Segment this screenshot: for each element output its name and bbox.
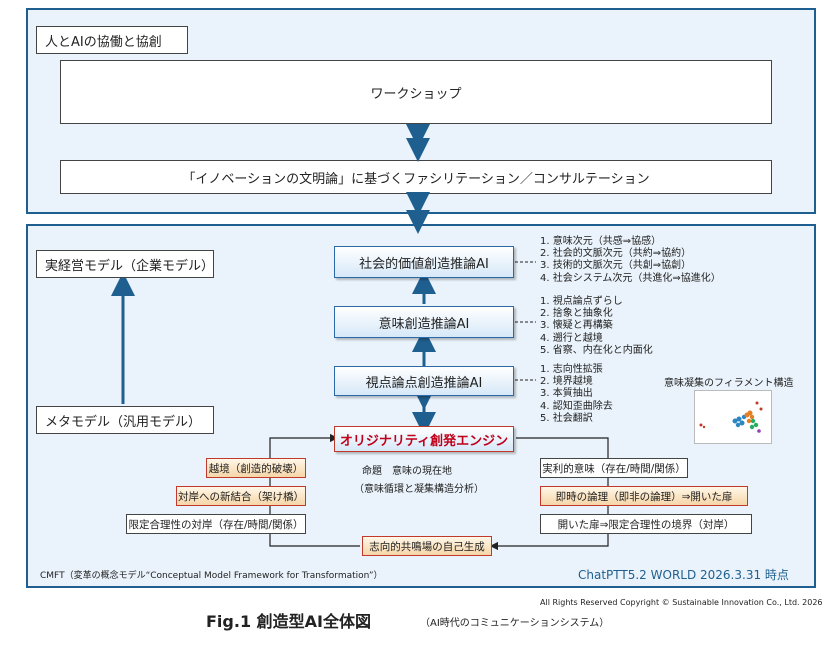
viewpoint-method-list: 1. 志向性拡張 2. 境界越境 3. 本質抽出 4. 認知歪曲除去 5. 社会…	[540, 364, 613, 425]
meaning-method-list: 1. 視点論点ずらし 2. 捨象と抽象化 3. 懐疑と再構築 4. 遡行と越境 …	[540, 296, 653, 357]
left-item-label: 限定合理性の対岸（存在/時間/関係）	[128, 518, 304, 531]
social-value-ai-label: 社会的価値創造推論AI	[359, 256, 489, 272]
resonance-field-box: 志向的共鳴場の自己生成	[362, 536, 492, 556]
left-item-label: 越境（創造的破壊）	[208, 462, 304, 475]
meaning-ai-label: 意味創造推論AI	[378, 316, 470, 332]
filament-image	[694, 390, 772, 444]
meta-model-box: メタモデル（汎用モデル）	[36, 406, 214, 434]
list-item: 5. 社会翻訳	[540, 412, 593, 424]
list-item: 1. 志向性拡張	[540, 364, 603, 375]
filament-title: 意味凝集のフィラメント構造	[664, 378, 794, 389]
right-item-practical-meaning: 実利的意味（存在/時間/関係）	[540, 458, 688, 478]
viewpoint-ai-label: 視点論点創造推論AI	[365, 375, 483, 391]
left-item-transcend: 越境（創造的破壊）	[206, 458, 306, 478]
meta-model-label: メタモデル（汎用モデル）	[45, 414, 202, 430]
proposition-line2: （意味循環と凝集構造分析）	[354, 484, 484, 495]
real-model-box: 実経営モデル（企業モデル）	[36, 250, 214, 278]
copyright-text: All Rights Reserved Copyright © Sustaina…	[540, 598, 823, 607]
right-item-immediate-logic: 即時の論理（即非の論理）⇒開いた扉	[540, 486, 748, 506]
list-item: 1. 意味次元（共感⇒協感）	[540, 236, 662, 247]
list-item: 2. 捨象と抽象化	[540, 308, 613, 320]
list-item: 5. 省察、内在化と内面化	[540, 344, 653, 356]
list-item: 3. 技術的文脈次元（共創⇒協創）	[540, 260, 692, 272]
figure-subtitle: （AI時代のコミュニケーションシステム）	[420, 618, 610, 629]
left-item-bounded-rationality: 限定合理性の対岸（存在/時間/関係）	[126, 514, 306, 534]
list-item: 2. 社会的文脈次元（共約⇒協約）	[540, 248, 692, 260]
resonance-field-label: 志向的共鳴場の自己生成	[369, 540, 485, 553]
list-item: 4. 社会システム次元（共進化⇒協進化）	[540, 272, 721, 284]
list-item: 2. 境界越境	[540, 376, 593, 388]
right-item-label: 実利的意味（存在/時間/関係）	[542, 462, 686, 475]
list-item: 4. 認知歪曲除去	[540, 400, 613, 412]
list-item: 1. 視点論点ずらし	[540, 296, 623, 307]
list-item: 4. 遡行と越境	[540, 332, 603, 344]
list-item: 3. 本質抽出	[540, 388, 593, 400]
left-item-label: 対岸への新結合（架け橋）	[178, 490, 304, 503]
meaning-ai-box: 意味創造推論AI	[334, 306, 514, 338]
right-item-open-door: 開いた扉⇒限定合理性の境界（対岸）	[540, 514, 752, 534]
social-dimension-list: 1. 意味次元（共感⇒協感） 2. 社会的文脈次元（共約⇒協約） 3. 技術的文…	[540, 236, 721, 285]
workshop-label: ワークショップ	[370, 86, 462, 102]
originality-engine-box: オリジナリティ創発エンジン	[334, 426, 514, 452]
cmft-caption: CMFT（変革の概念モデル“Conceptual Model Framework…	[40, 571, 383, 581]
list-item: 3. 懐疑と再構築	[540, 320, 613, 332]
filament-scatter-icon	[699, 401, 763, 433]
right-item-label: 開いた扉⇒限定合理性の境界（対岸）	[557, 518, 735, 531]
workshop-box: ワークショップ	[60, 60, 772, 124]
figure-title: Fig.1 創造型AI全体図	[206, 612, 371, 631]
social-value-ai-box: 社会的価値創造推論AI	[334, 246, 514, 278]
collab-label-box: 人とAIの協働と協創	[36, 26, 188, 54]
version-caption: ChatPTT5.2 WORLD 2026.3.31 時点	[578, 568, 789, 582]
right-item-label: 即時の論理（即非の論理）⇒開いた扉	[555, 490, 733, 503]
collab-label: 人とAIの協働と協創	[45, 34, 162, 50]
proposition-line1: 命題 意味の現在地	[362, 466, 452, 477]
originality-engine-label: オリジナリティ創発エンジン	[339, 433, 509, 449]
facilitation-label: 「イノベーションの文明論」に基づくファシリテーション／コンサルテーション	[182, 171, 650, 187]
left-item-new-combination: 対岸への新結合（架け橋）	[176, 486, 306, 506]
viewpoint-ai-box: 視点論点創造推論AI	[334, 366, 514, 396]
real-model-label: 実経営モデル（企業モデル）	[45, 258, 215, 274]
